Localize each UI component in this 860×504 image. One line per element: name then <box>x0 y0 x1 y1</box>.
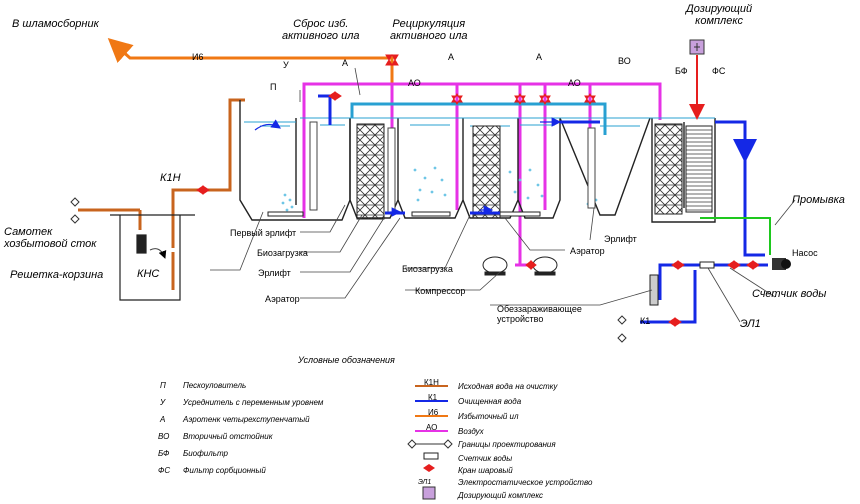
legend-code: К1Н <box>424 378 439 387</box>
legend-code: П <box>160 381 166 390</box>
flow-arrow-icon <box>149 248 167 259</box>
legend-code: ФС <box>158 466 171 475</box>
tag-air: АО <box>408 78 421 88</box>
legend-title: Условные обозначения <box>298 355 395 365</box>
legend-code: ВО <box>158 432 170 441</box>
legend-text: Пескоуловитель <box>183 381 247 390</box>
air-bubbles <box>281 166 598 212</box>
compressor-label: Компрессор <box>415 286 466 296</box>
bioload-label: Биозагрузка <box>402 264 453 274</box>
first-airlift-label: Первый эрлифт <box>230 228 297 238</box>
tag-equalizer: У <box>283 60 289 70</box>
tag-secondary-settler: ВО <box>618 56 631 66</box>
ball-valve-icons <box>196 54 760 327</box>
legend-text: Воздух <box>458 427 484 436</box>
airlift-tubes <box>309 121 596 214</box>
legend-code: К1 <box>428 393 438 402</box>
aerator-label: Аэратор <box>570 246 605 256</box>
legend-text: Исходная вода на очистку <box>458 382 558 391</box>
disinfection-device-label: Обеззараживающее устройство <box>497 304 582 324</box>
excess-sludge-discharge-label: Сброс изб. активного ила <box>282 18 360 42</box>
tag-clean-water: К1 <box>640 316 651 326</box>
legend-text: Фильтр сорбционный <box>183 466 266 475</box>
legend-code: АО <box>426 423 438 432</box>
dosing-complex-label: Дозирующий комплекс <box>686 3 753 27</box>
pump-station-box <box>110 214 195 301</box>
legend-text: Очищенная вода <box>458 397 522 406</box>
water-meter-icon <box>699 261 715 269</box>
leader-lines <box>210 67 796 323</box>
legend-code: И6 <box>428 408 439 417</box>
legend-code: ЭЛ1 <box>418 479 432 486</box>
water-meter-label: Счетчик воды <box>752 288 827 300</box>
tag-raw-water: К1Н <box>160 172 181 184</box>
sludge-recirculation-label: Рециркуляция активного ила <box>390 18 468 42</box>
legend-text: Усреднитель с переменным уровнем <box>183 398 324 407</box>
dosing-complex-icon <box>689 39 705 55</box>
bio-media <box>356 123 713 220</box>
el1-label: ЭЛ1 <box>740 318 761 330</box>
tag-aerotank: А <box>536 52 543 62</box>
raw-water-line <box>78 98 245 290</box>
airlift-label: Эрлифт <box>258 268 291 278</box>
excess-sludge-line <box>107 37 394 118</box>
legend-code: БФ <box>158 449 170 458</box>
pump-station-label: КНС <box>137 268 160 280</box>
compressor-icon <box>482 256 558 276</box>
clean-water-line <box>318 94 768 324</box>
airlift-label: Эрлифт <box>604 234 637 244</box>
gravity-sewage-label: Самотек хозбытовой сток <box>4 226 97 250</box>
legend-code: А <box>160 415 166 424</box>
tag-excess-sludge: И6 <box>192 52 204 62</box>
legend-text: Биофильтр <box>183 449 228 458</box>
disinfection-device-icon <box>649 274 659 306</box>
legend-text: Электростатическое устройство <box>458 478 593 487</box>
legend-text: Аэротенк четырехступенчатый <box>183 415 310 424</box>
flush-line <box>700 217 771 255</box>
basket-screen-label: Решетка-корзина <box>10 269 104 281</box>
aerator-label: Аэратор <box>265 294 300 304</box>
legend-text: Счетчик воды <box>458 454 513 463</box>
tag-sorption-filter: ФС <box>712 66 726 76</box>
legend-text: Границы проектирования <box>458 440 556 449</box>
legend-text: Дозирующий комплекс <box>458 491 544 500</box>
legend-text: Избыточный ил <box>458 412 519 421</box>
tag-biofilter: БФ <box>675 66 688 76</box>
tag-aerotank: А <box>448 52 455 62</box>
legend-text: Вторичный отстойник <box>183 432 273 441</box>
tag-air: АО <box>568 78 581 88</box>
flow-arrow-icons <box>254 117 562 217</box>
legend-text: Кран шаровый <box>458 466 513 475</box>
flushing-label: Промывка <box>792 194 845 206</box>
tag-sand-trap: П <box>270 82 277 92</box>
project-boundary-icons <box>70 197 627 343</box>
legend-code: У <box>160 398 166 407</box>
legend-graphics <box>407 385 453 500</box>
pump-icon <box>772 258 791 270</box>
to-sludge-collector-label: В шламосборник <box>12 18 99 30</box>
recirculation-line <box>350 102 607 135</box>
tag-aerotank: А <box>342 58 349 68</box>
pump-label: Насос <box>792 248 818 258</box>
bioload-label: Биозагрузка <box>257 248 308 258</box>
